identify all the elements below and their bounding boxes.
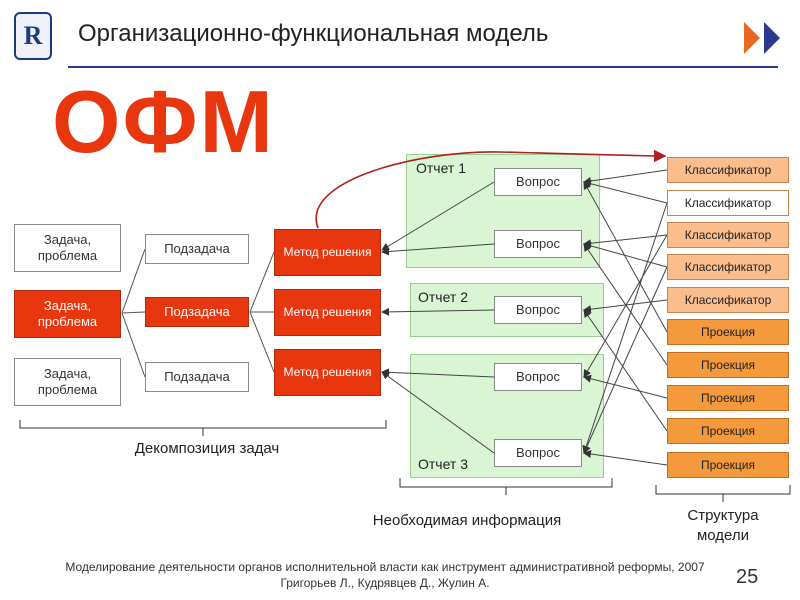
next-arrow-icon xyxy=(744,22,780,54)
footer-line-2: Григорьев Л., Кудрявцев Д., Жулин А. xyxy=(280,575,490,590)
report-label-3: Отчет 3 xyxy=(418,456,469,472)
question-box: Вопрос xyxy=(494,363,582,391)
projection-box: Проекция xyxy=(667,319,789,345)
task-box: Задача, проблема xyxy=(14,224,121,272)
report-label-2: Отчет 2 xyxy=(418,289,469,305)
projection-box: Проекция xyxy=(667,452,789,478)
subtask-box: Подзадача xyxy=(145,362,249,392)
page-number: 25 xyxy=(736,566,759,588)
classifier-box: Классификатор xyxy=(667,254,789,280)
structure-caption: Структура модели xyxy=(687,507,759,544)
classifier-box: Классификатор xyxy=(667,190,789,216)
method-box: Метод решения xyxy=(274,349,381,396)
task-box: Задача, проблема xyxy=(14,358,121,406)
decomposition-caption: Декомпозиция задач xyxy=(134,440,280,457)
classifier-box: Классификатор xyxy=(667,287,789,313)
report-label-1: Отчет 1 xyxy=(416,160,467,176)
slide-title: Организационно-функциональная модель xyxy=(78,20,549,47)
ofm-label: ОФМ xyxy=(52,72,275,171)
university-logo: R xyxy=(14,12,52,60)
method-box: Метод решения xyxy=(274,289,381,336)
subtask-box: Подзадача xyxy=(145,234,249,264)
subtask-box-highlighted: Подзадача xyxy=(145,297,249,327)
projection-box: Проекция xyxy=(667,385,789,411)
classifier-box: Классификатор xyxy=(667,222,789,248)
question-box: Вопрос xyxy=(494,168,582,196)
projection-box: Проекция xyxy=(667,352,789,378)
question-box: Вопрос xyxy=(494,230,582,258)
task-box-highlighted: Задача, проблема xyxy=(14,290,121,338)
question-box: Вопрос xyxy=(494,439,582,467)
footer-line-1: Моделирование деятельности органов испол… xyxy=(65,560,705,574)
classifier-box: Классификатор xyxy=(667,157,789,183)
info-caption: Необходимая информация xyxy=(372,512,562,529)
projection-box: Проекция xyxy=(667,418,789,444)
method-box: Метод решения xyxy=(274,229,381,276)
footer: Моделирование деятельности органов испол… xyxy=(20,560,750,591)
header-divider xyxy=(68,66,778,68)
question-box: Вопрос xyxy=(494,296,582,324)
brace-decomposition xyxy=(19,420,387,429)
